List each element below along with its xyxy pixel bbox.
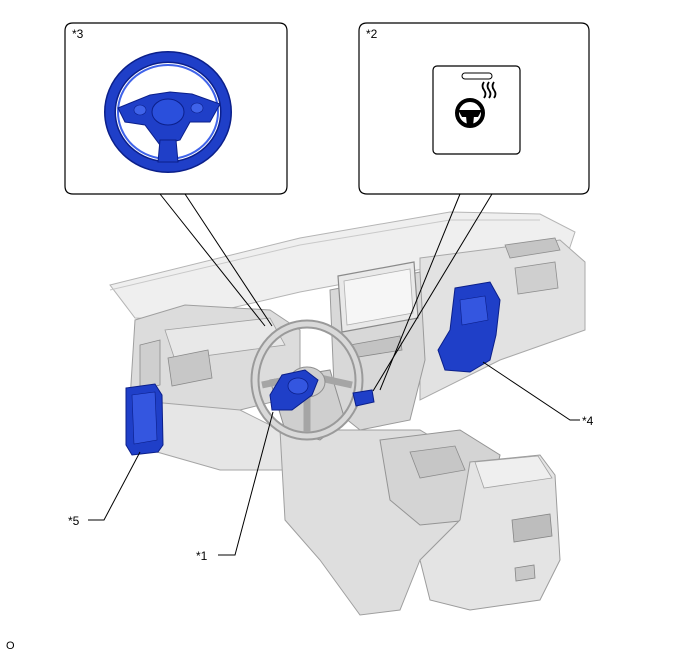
- steering-wheel-component: [104, 51, 232, 173]
- inset-steering-wheel: *3: [64, 22, 288, 327]
- callout-4: *4: [582, 414, 594, 428]
- callout-leaders: [88, 361, 580, 556]
- indicator-light: [461, 72, 493, 80]
- ecu-left-component: [125, 383, 164, 456]
- dashboard-illustration: [109, 211, 586, 616]
- callout-1: *1: [196, 549, 208, 563]
- inset-heater-switch: *2: [358, 22, 590, 392]
- spiral-cable-component: [269, 369, 319, 411]
- callout-5: *5: [68, 514, 80, 528]
- heater-switch-component: [352, 389, 375, 407]
- ecu-right-component: [437, 281, 501, 373]
- callout-3: *3: [72, 27, 84, 41]
- figure-code: O: [6, 640, 15, 652]
- callout-2: *2: [366, 27, 378, 41]
- heated-steering-wheel-icon: [455, 81, 497, 128]
